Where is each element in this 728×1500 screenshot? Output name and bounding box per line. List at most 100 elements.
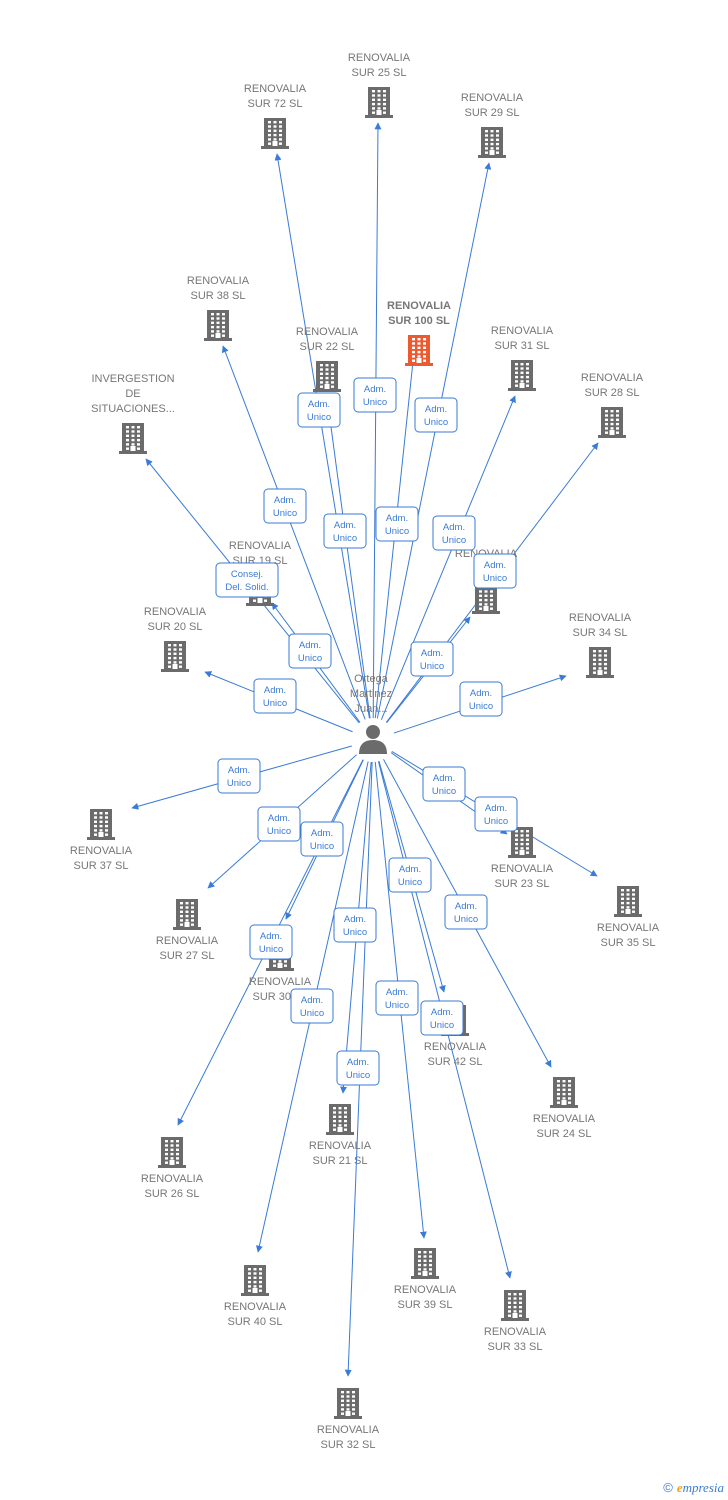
- role-badge-s100[interactable]: Adm.Unico: [375, 506, 419, 542]
- company-label-inv[interactable]: INVERGESTION: [91, 373, 174, 385]
- company-label-s72[interactable]: RENOVALIA: [244, 83, 307, 95]
- company-label-s25[interactable]: SUR 25 SL: [351, 67, 406, 79]
- company-label-s20[interactable]: RENOVALIA: [144, 606, 207, 618]
- building-icon-s21[interactable]: [326, 1104, 354, 1135]
- company-label-inv[interactable]: SITUACIONES...: [91, 403, 175, 415]
- company-label-s30[interactable]: RENOVALIA: [249, 976, 312, 988]
- company-label-s37[interactable]: RENOVALIA: [70, 845, 133, 857]
- company-label-s29[interactable]: SUR 29 SL: [464, 107, 519, 119]
- company-label-s33[interactable]: RENOVALIA: [484, 1326, 547, 1338]
- company-label-s22[interactable]: RENOVALIA: [296, 326, 359, 338]
- building-icon-s28[interactable]: [598, 407, 626, 438]
- building-icon-s31[interactable]: [508, 360, 536, 391]
- role-badge-s35[interactable]: Adm.Unico: [474, 796, 518, 832]
- role-badge-s28[interactable]: Adm.Unico: [473, 553, 517, 589]
- company-label-s26[interactable]: RENOVALIA: [141, 1173, 204, 1185]
- building-icon-s26[interactable]: [158, 1137, 186, 1168]
- company-label-s38[interactable]: RENOVALIA: [187, 275, 250, 287]
- empresia-footer[interactable]: ©empresia: [663, 1480, 724, 1496]
- company-label-s40[interactable]: RENOVALIA: [224, 1301, 287, 1313]
- company-label-inv[interactable]: DE: [125, 388, 140, 400]
- company-label-s72[interactable]: SUR 72 SL: [247, 98, 302, 110]
- role-badge-s25[interactable]: Adm.Unico: [353, 377, 397, 413]
- company-label-s26[interactable]: SUR 26 SL: [144, 1188, 199, 1200]
- building-icon-s29[interactable]: [478, 127, 506, 158]
- building-icon-s34[interactable]: [586, 647, 614, 678]
- company-label-s24[interactable]: RENOVALIA: [533, 1113, 596, 1125]
- company-label-s27[interactable]: SUR 27 SL: [159, 950, 214, 962]
- role-badge-s30[interactable]: Adm.Unico: [300, 821, 344, 857]
- role-badge-s34[interactable]: Adm.Unico: [459, 681, 503, 717]
- company-label-s39[interactable]: SUR 39 SL: [397, 1299, 452, 1311]
- building-icon-s25[interactable]: [365, 87, 393, 118]
- building-icon-s33[interactable]: [501, 1290, 529, 1321]
- company-label-s31[interactable]: RENOVALIA: [491, 325, 554, 337]
- company-label-s42[interactable]: RENOVALIA: [424, 1041, 487, 1053]
- building-icon-s39[interactable]: [411, 1248, 439, 1279]
- building-icon-s24[interactable]: [550, 1077, 578, 1108]
- company-label-s34[interactable]: RENOVALIA: [569, 612, 632, 624]
- company-label-s39[interactable]: RENOVALIA: [394, 1284, 457, 1296]
- building-icon-s32[interactable]: [334, 1388, 362, 1419]
- company-label-s32[interactable]: RENOVALIA: [317, 1424, 380, 1436]
- company-label-s34[interactable]: SUR 34 SL: [572, 627, 627, 639]
- role-badge-s31[interactable]: Adm.Unico: [432, 515, 476, 551]
- person-name-label[interactable]: Martinez: [350, 688, 392, 700]
- building-icon-inv[interactable]: [119, 423, 147, 454]
- company-label-s35[interactable]: RENOVALIA: [597, 922, 660, 934]
- role-badge-s40[interactable]: Adm.Unico: [290, 988, 334, 1024]
- company-label-s23[interactable]: RENOVALIA: [491, 863, 554, 875]
- company-label-s40[interactable]: SUR 40 SL: [227, 1316, 282, 1328]
- role-badge-s72[interactable]: Adm.Unico: [297, 392, 341, 428]
- company-label-s37[interactable]: SUR 37 SL: [73, 860, 128, 872]
- role-badge-s21[interactable]: Adm.Unico: [333, 907, 377, 943]
- role-badge-s42[interactable]: Adm.Unico: [388, 857, 432, 893]
- building-icon-s72[interactable]: [261, 118, 289, 149]
- building-icon-s35[interactable]: [614, 886, 642, 917]
- person-name-label[interactable]: Ortega: [354, 673, 389, 685]
- role-badge-s19[interactable]: Adm.Unico: [288, 633, 332, 669]
- company-label-s33[interactable]: SUR 33 SL: [487, 1341, 542, 1353]
- company-label-s27[interactable]: RENOVALIA: [156, 935, 219, 947]
- company-label-s31[interactable]: SUR 31 SL: [494, 340, 549, 352]
- company-label-s100[interactable]: RENOVALIA: [387, 300, 451, 312]
- role-badge-s33[interactable]: Adm.Unico: [420, 1000, 464, 1036]
- person-icon[interactable]: [359, 725, 387, 754]
- role-badge-s20[interactable]: Adm.Unico: [253, 678, 297, 714]
- role-badge-sx[interactable]: Adm.Unico: [410, 641, 454, 677]
- role-badge-s26[interactable]: Adm.Unico: [249, 924, 293, 960]
- role-badge-s32[interactable]: Adm.Unico: [336, 1050, 380, 1086]
- building-icon-s22[interactable]: [313, 361, 341, 392]
- building-icon-s27[interactable]: [173, 899, 201, 930]
- building-icon-s40[interactable]: [241, 1265, 269, 1296]
- role-badge-s27[interactable]: Adm.Unico: [257, 806, 301, 842]
- role-badge-s23[interactable]: Adm.Unico: [422, 766, 466, 802]
- role-badge-s37[interactable]: Adm.Unico: [217, 758, 261, 794]
- building-icon-s23[interactable]: [508, 827, 536, 858]
- company-label-s42[interactable]: SUR 42 SL: [427, 1056, 482, 1068]
- company-label-s38[interactable]: SUR 38 SL: [190, 290, 245, 302]
- center-person[interactable]: OrtegaMartinezJuan...: [350, 673, 392, 754]
- role-badge-s24[interactable]: Adm.Unico: [444, 894, 488, 930]
- company-label-s19[interactable]: RENOVALIA: [229, 540, 292, 552]
- company-label-s23[interactable]: SUR 23 SL: [494, 878, 549, 890]
- company-label-s24[interactable]: SUR 24 SL: [536, 1128, 591, 1140]
- company-label-s21[interactable]: RENOVALIA: [309, 1140, 372, 1152]
- company-label-s28[interactable]: SUR 28 SL: [584, 387, 639, 399]
- building-icon-s37[interactable]: [87, 809, 115, 840]
- company-label-s28[interactable]: RENOVALIA: [581, 372, 644, 384]
- role-badge-s38[interactable]: Adm.Unico: [263, 488, 307, 524]
- company-label-s25[interactable]: RENOVALIA: [348, 52, 411, 64]
- company-label-s22[interactable]: SUR 22 SL: [299, 341, 354, 353]
- person-name-label[interactable]: Juan...: [354, 703, 387, 715]
- company-label-s20[interactable]: SUR 20 SL: [147, 621, 202, 633]
- building-icon-s20[interactable]: [161, 641, 189, 672]
- building-icon-s100[interactable]: [405, 335, 433, 366]
- role-badge-inv[interactable]: Consej.Del. Solid.: [215, 562, 279, 598]
- company-label-s35[interactable]: SUR 35 SL: [600, 937, 655, 949]
- company-label-s32[interactable]: SUR 32 SL: [320, 1439, 375, 1451]
- role-badge-s39[interactable]: Adm.Unico: [375, 980, 419, 1016]
- role-badge-s22[interactable]: Adm.Unico: [323, 513, 367, 549]
- role-badge-s29[interactable]: Adm.Unico: [414, 397, 458, 433]
- company-label-s21[interactable]: SUR 21 SL: [312, 1155, 367, 1167]
